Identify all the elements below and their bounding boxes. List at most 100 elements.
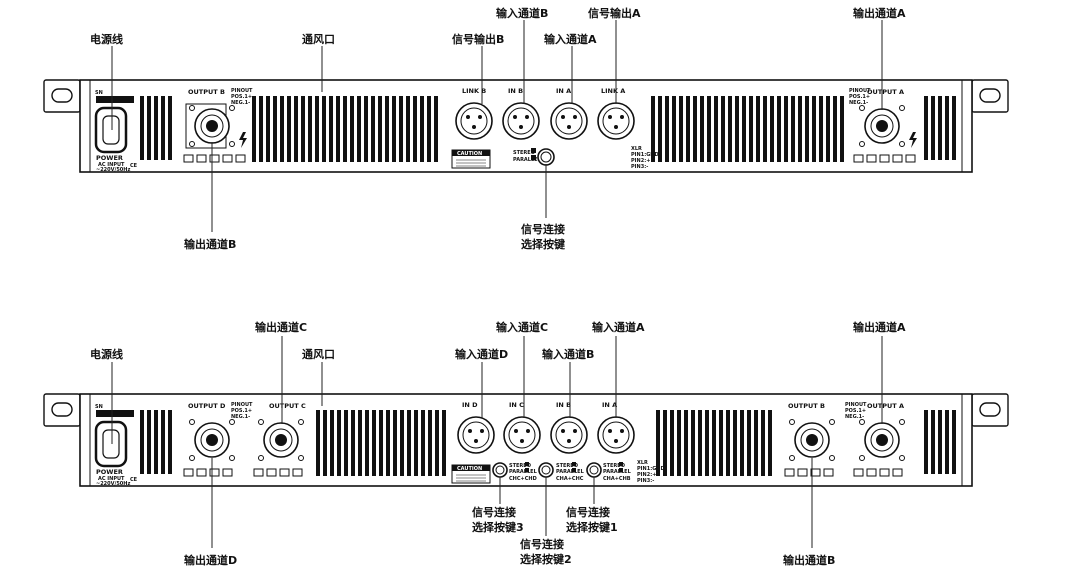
rack-hole-right	[979, 88, 1001, 103]
svg-text:PINOUT: PINOUT	[231, 88, 253, 94]
power-inlet: SN POWER AC INPUT ~220V/50Hz CE	[94, 404, 138, 487]
speakon-output-c: PINOUT POS.1+ NEG.1- OUTPUT C	[231, 402, 306, 477]
svg-text:POS.1+: POS.1+	[231, 408, 252, 414]
svg-text:CHA+CHC: CHA+CHC	[556, 476, 584, 482]
svg-text:OUTPUT B: OUTPUT B	[788, 402, 825, 410]
leader-lines-1	[111, 20, 883, 232]
svg-text:PARALLEL: PARALLEL	[513, 157, 542, 163]
svg-text:CHC+CHD: CHC+CHD	[509, 476, 537, 482]
svg-text:PINOUT: PINOUT	[845, 402, 867, 408]
caution-label: CAUTION	[451, 149, 491, 169]
xlr-link-a: LINK A	[597, 87, 635, 140]
callout-key1-line2: 选择按键1	[566, 520, 618, 534]
svg-text:OUTPUT A: OUTPUT A	[867, 88, 904, 96]
xlr-in-a: IN A	[550, 87, 588, 140]
leader-lines-2	[111, 336, 883, 548]
callout-output-c: 输出通道C	[255, 320, 307, 334]
caution-label: CAUTION	[451, 464, 491, 484]
svg-text:STEREO: STEREO	[556, 463, 578, 469]
svg-text:NEG.1-: NEG.1-	[849, 100, 868, 106]
hazard-icon	[909, 132, 917, 148]
vent-grille-center-right	[651, 96, 844, 162]
xlr-in-b: IN B	[550, 401, 588, 454]
svg-text:PARALLEL: PARALLEL	[509, 469, 538, 475]
callout-key3-line2: 选择按键3	[472, 520, 524, 534]
xlr-in-c: IN C	[503, 401, 541, 454]
svg-text:CHA+CHB: CHA+CHB	[603, 476, 631, 482]
callout-select-key-line1: 信号连接	[521, 222, 565, 236]
callout-output-a: 输出通道A	[853, 6, 906, 20]
power-inlet: SN POWER AC INPUT ~220V/50Hz CE	[94, 90, 138, 173]
hazard-icon	[239, 132, 247, 148]
svg-text:AC INPUT: AC INPUT	[98, 476, 125, 482]
svg-text:POS.1+: POS.1+	[231, 94, 252, 100]
vent-grille-center-left	[252, 96, 438, 162]
vent-grille-left-1	[140, 96, 172, 160]
svg-text:LINK B: LINK B	[462, 87, 486, 95]
svg-text:IN A: IN A	[602, 401, 617, 409]
speakon-output-b: OUTPUT B PINOUT POS.1+ NEG.1-	[183, 88, 253, 163]
speakon-output-b: OUTPUT B	[784, 402, 835, 477]
rack-hole-right	[979, 402, 1001, 417]
sn-label: SN	[95, 90, 103, 96]
svg-text:CAUTION: CAUTION	[457, 151, 482, 157]
vent-grille-right-1	[924, 96, 956, 160]
svg-text:POS.1+: POS.1+	[845, 408, 866, 414]
xlr-in-b: IN B	[502, 87, 540, 140]
mode-select-switch-3: STEREO PARALLEL CHC+CHD	[492, 462, 538, 482]
diagram-4ch: SN POWER AC INPUT ~220V/50Hz CE OUTPUT D…	[43, 320, 1009, 567]
vent-grille-center-left	[316, 410, 446, 476]
speakon-output-a: PINOUT POS.1+ NEG.1- OUTPUT A	[849, 88, 917, 163]
svg-text:OUTPUT B: OUTPUT B	[188, 88, 225, 96]
callout-input-d: 输入通道D	[455, 347, 508, 361]
xlr-in-d: IN D	[457, 401, 495, 454]
svg-text:STEREO: STEREO	[603, 463, 625, 469]
svg-text:IN A: IN A	[556, 87, 571, 95]
mode-select-switch-2: STEREO PARALLEL CHA+CHC	[538, 462, 585, 482]
callout-signal-out-b: 信号输出B	[452, 32, 504, 46]
svg-text:CE: CE	[130, 163, 138, 169]
power-label: POWER	[96, 468, 123, 476]
callout-key2-line2: 选择按键2	[520, 552, 572, 566]
svg-text:PINOUT: PINOUT	[231, 402, 253, 408]
callout-select-key-line2: 选择按键	[521, 237, 566, 251]
pin-spec-right: XLR PIN1:GND PIN2:+ PIN3:-	[637, 460, 665, 484]
svg-text:STEREO: STEREO	[509, 463, 531, 469]
callout-output-b: 输出通道B	[184, 237, 236, 251]
callout-key1-line1: 信号连接	[566, 505, 610, 519]
callout-signal-out-a: 信号输出A	[588, 6, 641, 20]
svg-text:PARALLEL: PARALLEL	[556, 469, 585, 475]
svg-text:CE: CE	[130, 477, 138, 483]
svg-text:~220V/50Hz: ~220V/50Hz	[96, 167, 130, 173]
callout-power-cord: 电源线	[90, 32, 123, 46]
callout-input-a: 输入通道A	[544, 32, 597, 46]
svg-text:OUTPUT C: OUTPUT C	[269, 402, 306, 410]
svg-text:CAUTION: CAUTION	[457, 466, 482, 472]
sn-label: SN	[95, 404, 103, 410]
callout-output-d: 输出通道D	[184, 553, 237, 567]
pin-spec-right: XLR PIN1:GND PIN2:+ PIN3:-	[631, 146, 659, 170]
svg-text:OUTPUT D: OUTPUT D	[188, 402, 226, 410]
svg-text:POS.1+: POS.1+	[849, 94, 870, 100]
svg-text:IN C: IN C	[509, 401, 524, 409]
callout-input-b: 输入通道B	[496, 6, 548, 20]
svg-text:PARALLEL: PARALLEL	[603, 469, 632, 475]
callout-output-b: 输出通道B	[783, 553, 835, 567]
svg-text:LINK A: LINK A	[601, 87, 625, 95]
vent-grille-center-right	[656, 410, 772, 476]
callout-vent: 通风口	[302, 32, 335, 46]
vent-grille-left-2	[140, 410, 172, 474]
mode-select-switch: STEREO PARALLEL	[513, 148, 555, 166]
svg-text:NEG.1-: NEG.1-	[231, 100, 250, 106]
diagram-2ch: SN POWER AC INPUT ~220V/50Hz CE OUTPUT B…	[43, 6, 1009, 251]
svg-text:IN D: IN D	[462, 401, 478, 409]
svg-text:PIN3:-: PIN3:-	[631, 164, 648, 170]
callout-power-cord: 电源线	[90, 347, 123, 361]
svg-text:PIN1:GND: PIN1:GND	[631, 152, 659, 158]
svg-text:OUTPUT A: OUTPUT A	[867, 402, 904, 410]
callout-input-b: 输入通道B	[542, 347, 594, 361]
svg-text:IN B: IN B	[556, 401, 571, 409]
svg-text:XLR: XLR	[631, 146, 642, 152]
speakon-output-a: PINOUT POS.1+ NEG.1- OUTPUT A	[845, 402, 905, 477]
